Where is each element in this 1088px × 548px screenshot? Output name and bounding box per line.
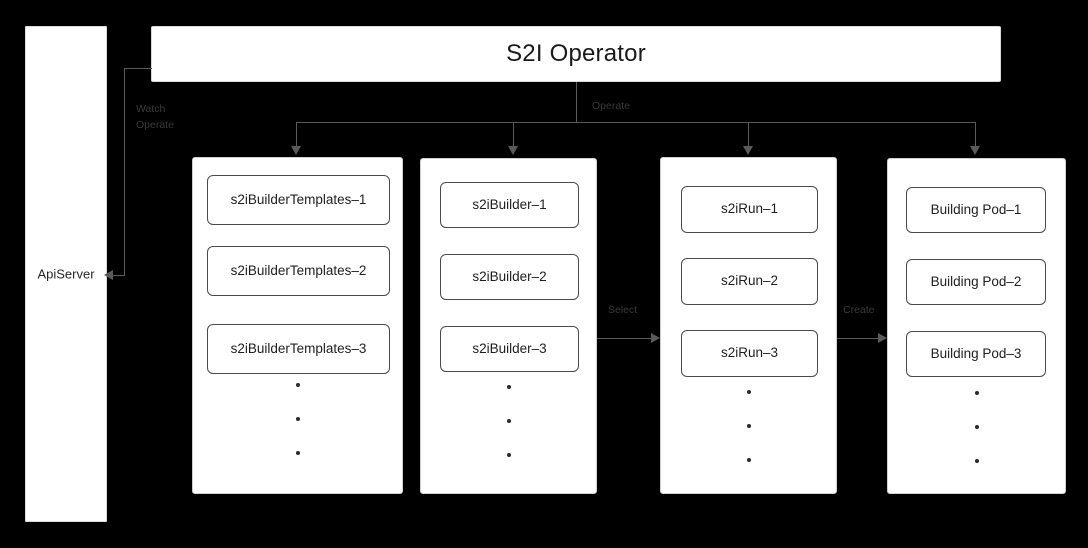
ellipsis-dot <box>506 385 511 389</box>
ellipsis-dot <box>295 417 300 421</box>
ellipsis-templates <box>193 383 402 485</box>
column-building-pod: Building Pod–1 Building Pod–2 Building P… <box>887 158 1066 494</box>
operate-leg-builders <box>513 122 514 147</box>
watch-edge-bottom <box>109 275 125 276</box>
ellipsis-dot <box>746 458 751 462</box>
operate-trunk <box>576 82 577 122</box>
api-server-box: ApiServer <box>25 26 107 522</box>
card-s2ibuildertemplates-1[interactable]: s2iBuilderTemplates–1 <box>207 175 390 225</box>
card-building-pod-1[interactable]: Building Pod–1 <box>906 187 1046 233</box>
card-s2ibuildertemplates-2[interactable]: s2iBuilderTemplates–2 <box>207 246 390 296</box>
watch-edge-top <box>124 68 152 69</box>
operate-leg-runs <box>748 122 749 147</box>
card-s2ibuildertemplates-3[interactable]: s2iBuilderTemplates–3 <box>207 324 390 374</box>
card-s2irun-2[interactable]: s2iRun–2 <box>681 258 818 305</box>
operate-arrow-templates <box>291 146 301 155</box>
card-s2irun-3[interactable]: s2iRun–3 <box>681 330 818 377</box>
card-building-pod-2[interactable]: Building Pod–2 <box>906 259 1046 305</box>
operate-label: Operate <box>592 100 630 112</box>
operate-bus <box>296 122 976 123</box>
card-s2irun-1[interactable]: s2iRun–1 <box>681 186 818 233</box>
operate-arrow-pods <box>970 146 980 155</box>
select-label: Select <box>608 304 638 316</box>
api-server-label: ApiServer <box>37 266 95 282</box>
create-edge-line <box>837 338 879 339</box>
ellipsis-dot <box>746 390 751 394</box>
select-edge-arrowhead <box>651 333 660 343</box>
operate-leg-pods <box>975 122 976 147</box>
ellipsis-runs <box>661 390 836 492</box>
select-edge-line <box>597 338 652 339</box>
page-title: S2I Operator <box>506 40 646 67</box>
ellipsis-dot <box>974 459 979 463</box>
operate-arrow-builders <box>508 146 518 155</box>
ellipsis-dot <box>974 425 979 429</box>
create-label: Create <box>843 304 875 316</box>
column-s2irun: s2iRun–1 s2iRun–2 s2iRun–3 <box>660 157 837 494</box>
ellipsis-builders <box>421 385 596 487</box>
ellipsis-dot <box>295 451 300 455</box>
card-s2ibuilder-1[interactable]: s2iBuilder–1 <box>440 182 579 228</box>
ellipsis-pods <box>888 391 1065 493</box>
watch-edge-arrowhead <box>104 270 113 280</box>
card-s2ibuilder-3[interactable]: s2iBuilder–3 <box>440 326 579 372</box>
column-s2ibuildertemplates: s2iBuilderTemplates–1 s2iBuilderTemplate… <box>192 157 403 494</box>
column-s2ibuilder: s2iBuilder–1 s2iBuilder–2 s2iBuilder–3 <box>420 158 597 494</box>
ellipsis-dot <box>506 419 511 423</box>
ellipsis-dot <box>974 391 979 395</box>
ellipsis-dot <box>506 453 511 457</box>
card-s2ibuilder-2[interactable]: s2iBuilder–2 <box>440 254 579 300</box>
watch-operate-label: Watch Operate <box>136 103 174 131</box>
operate-leg-templates <box>296 122 297 147</box>
operate-arrow-runs <box>743 146 753 155</box>
ellipsis-dot <box>746 424 751 428</box>
s2i-operator-header: S2I Operator <box>151 26 1001 82</box>
watch-edge-vertical <box>124 68 125 275</box>
card-building-pod-3[interactable]: Building Pod–3 <box>906 331 1046 377</box>
create-edge-arrowhead <box>878 333 887 343</box>
ellipsis-dot <box>295 383 300 387</box>
